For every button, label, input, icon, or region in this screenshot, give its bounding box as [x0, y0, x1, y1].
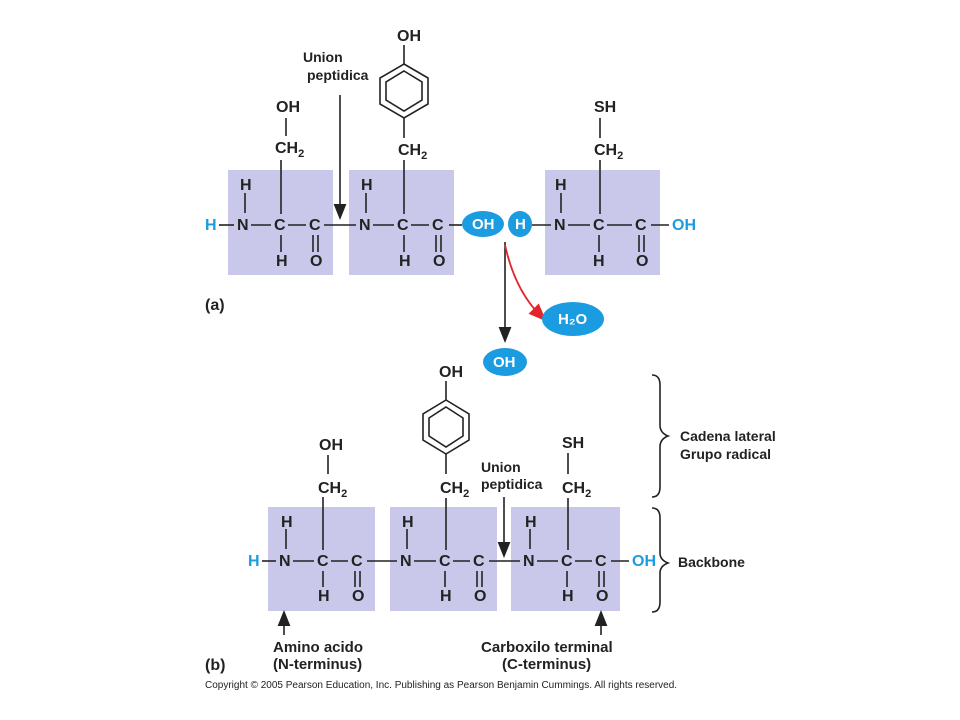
benzene-ring: [379, 63, 429, 119]
side-chain-brace: [651, 374, 671, 498]
hydroxyl-bubble-label: OH: [472, 216, 495, 233]
released-hydroxyl-label: OH: [493, 354, 516, 371]
copyright-notice: Copyright © 2005 Pearson Education, Inc.…: [205, 680, 677, 691]
n-terminal-hydrogen: H: [205, 217, 217, 234]
n-terminus-label-line1: Amino acido: [273, 639, 363, 656]
carbonyl-carbon: C: [432, 217, 444, 234]
alpha-carbon: C: [561, 553, 573, 570]
carbonyl-oxygen: O: [474, 588, 486, 605]
carbonyl-carbon: C: [351, 553, 363, 570]
carbonyl-oxygen: O: [596, 588, 608, 605]
c-terminus-label-line1: Carboxilo terminal: [481, 639, 613, 656]
peptide-bond-label-line1: Union: [303, 49, 343, 65]
c-terminal-hydroxyl: OH: [632, 553, 656, 570]
alpha-carbon: C: [439, 553, 451, 570]
alpha-hydrogen: H: [399, 253, 411, 270]
amino-acid-box-serine: [268, 507, 375, 611]
alpha-carbon: C: [593, 217, 605, 234]
alpha-carbon: C: [397, 217, 409, 234]
benzene-ring: [422, 399, 470, 455]
carbonyl-carbon: C: [309, 217, 321, 234]
alpha-carbon: C: [274, 217, 286, 234]
nitrogen-atom: N: [237, 217, 249, 234]
carbonyl-oxygen: O: [310, 253, 322, 270]
carbonyl-carbon: C: [595, 553, 607, 570]
amine-hydrogen: H: [240, 177, 252, 194]
c-terminal-hydroxyl: OH: [672, 217, 696, 234]
hydrogen-bubble-label: H: [515, 216, 526, 233]
c-terminus-label-line2: (C-terminus): [502, 656, 591, 673]
phenol-hydroxyl: OH: [397, 28, 421, 45]
amino-acid-box-cysteine: [545, 170, 660, 275]
alpha-hydrogen: H: [593, 253, 605, 270]
alpha-hydrogen: H: [440, 588, 452, 605]
nitrogen-atom: N: [359, 217, 371, 234]
amine-hydrogen: H: [361, 177, 373, 194]
panel-b: H N C C H H O CH2 OH N C C H H O CH2: [205, 364, 776, 674]
hydroxyl-bubble: [462, 211, 504, 237]
backbone-label: Backbone: [678, 554, 745, 570]
peptide-bond-label-line1: Union: [481, 459, 521, 475]
amine-hydrogen: H: [525, 514, 537, 531]
side-chain-label-line2: Grupo radical: [680, 446, 771, 462]
side-chain-label-line1: Cadena lateral: [680, 428, 776, 444]
amino-acid-box-tyrosine: [390, 507, 497, 611]
peptide-bond-label-line2: peptidica: [307, 67, 369, 83]
alpha-hydrogen: H: [318, 588, 330, 605]
ch2-group: CH2: [562, 480, 591, 500]
ch2-group: CH2: [275, 140, 304, 160]
carbonyl-oxygen: O: [636, 253, 648, 270]
ch2-group: CH2: [594, 142, 623, 162]
hydroxyl-side-chain: OH: [319, 437, 343, 454]
carbonyl-carbon: C: [473, 553, 485, 570]
hydrogen-bubble: [508, 211, 532, 237]
hydroxyl-side-chain: OH: [276, 99, 300, 116]
alpha-hydrogen: H: [562, 588, 574, 605]
backbone-brace: [651, 507, 671, 613]
n-terminal-hydrogen: H: [248, 553, 260, 570]
carbonyl-carbon: C: [635, 217, 647, 234]
carbonyl-oxygen: O: [433, 253, 445, 270]
ch2-group: CH2: [398, 142, 427, 162]
phenol-hydroxyl: OH: [439, 364, 463, 381]
alpha-hydrogen: H: [276, 253, 288, 270]
nitrogen-atom: N: [523, 553, 535, 570]
peptide-bond-label-line2: peptidica: [481, 476, 543, 492]
released-hydroxyl-bubble: [483, 348, 527, 376]
ch2-group: CH2: [440, 480, 469, 500]
amine-hydrogen: H: [402, 514, 414, 531]
carbonyl-oxygen: O: [352, 588, 364, 605]
panel-a-label: (a): [205, 297, 225, 314]
water-formation-arrow: [504, 244, 547, 322]
thiol-side-chain: SH: [594, 99, 616, 116]
ch2-group: CH2: [318, 480, 347, 500]
water-label: H₂O: [558, 311, 587, 328]
amine-hydrogen: H: [555, 177, 567, 194]
amino-acid-box-cysteine: [511, 507, 620, 611]
nitrogen-atom: N: [400, 553, 412, 570]
thiol-side-chain: SH: [562, 435, 584, 452]
panel-b-label: (b): [205, 657, 225, 674]
amine-hydrogen: H: [281, 514, 293, 531]
panel-a: H N C C H H O CH2 OH N C C H H O CH2: [205, 28, 696, 376]
amino-acid-box-tyrosine: [349, 170, 454, 275]
water-bubble: [542, 302, 604, 336]
alpha-carbon: C: [317, 553, 329, 570]
n-terminus-label-line2: (N-terminus): [273, 656, 362, 673]
nitrogen-atom: N: [279, 553, 291, 570]
nitrogen-atom: N: [554, 217, 566, 234]
